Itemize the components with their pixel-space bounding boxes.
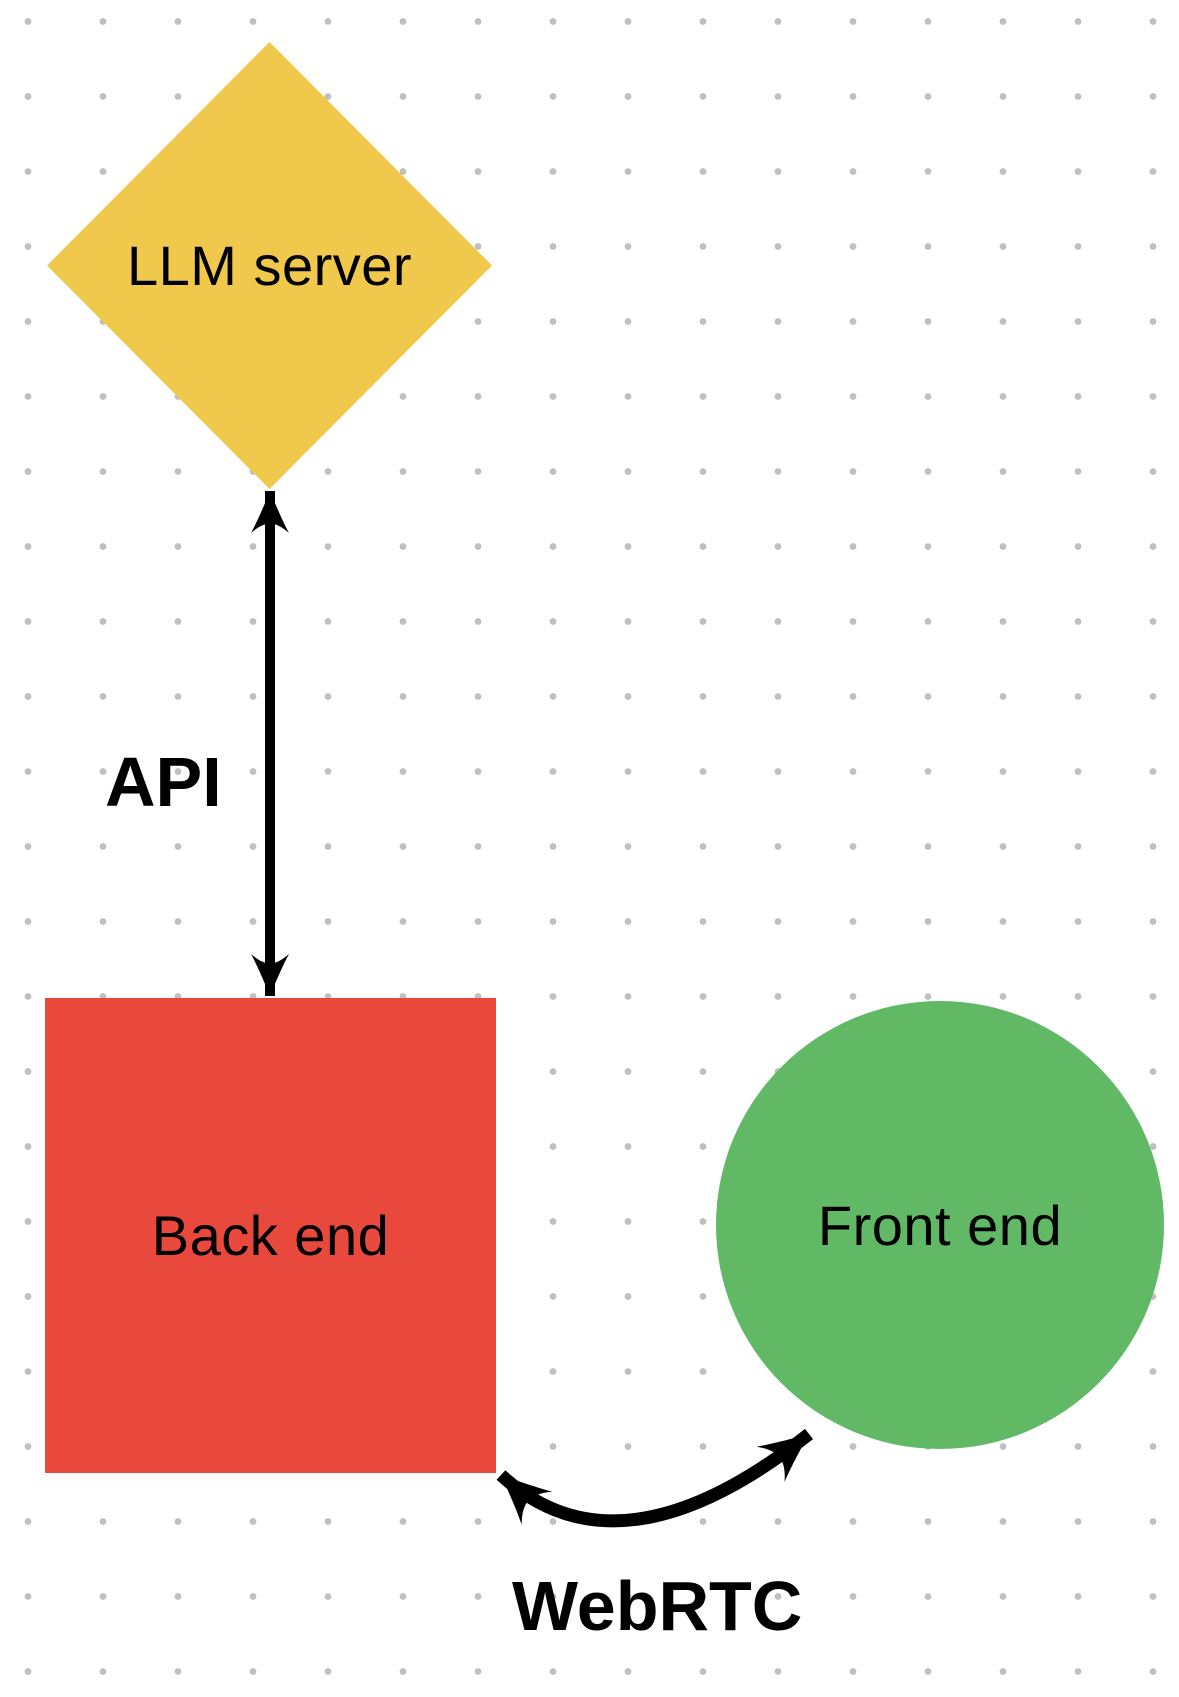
node-back-end-label: Back end — [151, 1204, 390, 1267]
edge-api-label[interactable]: API — [105, 743, 222, 821]
node-back-end-square[interactable]: Back end — [45, 998, 496, 1473]
edge-webrtc-label[interactable]: WebRTC — [512, 1567, 803, 1645]
edge-webrtc-arrow[interactable] — [496, 1428, 814, 1528]
node-llm-server-diamond[interactable]: LLM server — [47, 42, 492, 489]
node-front-end-circle[interactable]: Front end — [716, 1001, 1164, 1449]
node-front-end-label: Front end — [817, 1193, 1063, 1257]
node-llm-server-label: LLM server — [126, 234, 413, 297]
